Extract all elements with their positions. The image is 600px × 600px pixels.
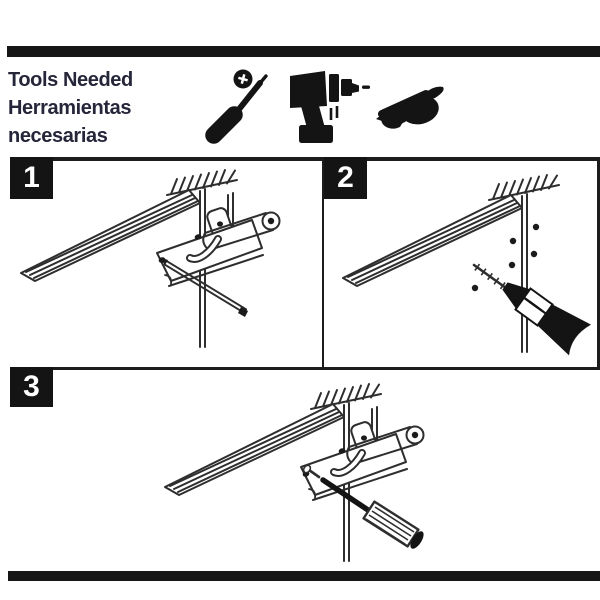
step-badge-2: 2 <box>324 157 367 199</box>
step-badge-1: 1 <box>10 157 53 199</box>
step-badge-3: 3 <box>10 367 53 407</box>
tools-title-line-en: Tools Needed <box>8 69 133 91</box>
screwdriver <box>320 477 424 549</box>
pencil <box>159 257 248 317</box>
tools-title-line-es1: Herramientas <box>8 97 132 119</box>
step-number-1: 1 <box>23 161 40 194</box>
top-divider-bar <box>7 46 600 57</box>
step-number-2: 2 <box>337 161 354 194</box>
safety-glasses-icon <box>376 86 444 136</box>
step-panel-2: 2 <box>324 157 600 367</box>
steps-row: 1 2 <box>10 157 600 370</box>
step-panel-1: 1 <box>10 157 324 367</box>
step3-illustration <box>164 383 600 562</box>
step1-illustration <box>20 169 322 348</box>
screw <box>302 464 321 479</box>
door-frame <box>342 174 560 353</box>
power-drill-icon <box>290 71 370 143</box>
step2-illustration <box>342 174 591 356</box>
step-panel-3: 3 <box>10 367 600 571</box>
tools-title: Tools Needed Herramientas necesarias <box>8 66 133 150</box>
phillips-screwdriver-icon <box>205 69 268 144</box>
bottom-divider-bar <box>8 571 600 581</box>
tools-title-line-es2: necesarias <box>8 125 108 147</box>
drill <box>472 263 591 356</box>
drill-marks <box>471 223 540 292</box>
step-number-3: 3 <box>23 370 40 403</box>
